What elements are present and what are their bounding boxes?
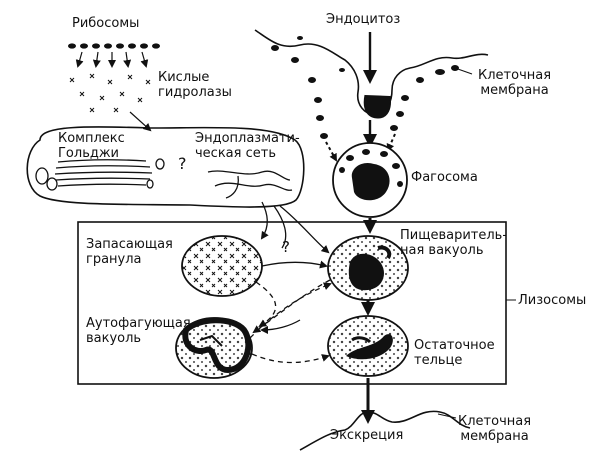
label-acid-hydrolases: Кислые гидролазы [158, 70, 232, 100]
label-lysosomes: Лизосомы [518, 293, 587, 308]
er-lines [207, 170, 293, 199]
endocytic-beads [271, 36, 459, 139]
membrane-top-leader [454, 67, 473, 75]
autophagic-vacuole [175, 317, 253, 379]
cell-membrane-bottom [299, 410, 471, 451]
golgi-to-storage-arrow [260, 201, 269, 240]
dotted-arrow-left [325, 141, 337, 162]
label-er: Эндоплазмати- ческая сеть [195, 131, 300, 161]
storage-to-digestive-arrow [261, 260, 328, 269]
label-storage-granule: Запасающая гранула [86, 237, 173, 267]
endocytic-vesicle [363, 94, 391, 119]
label-excretion: Экскреция [330, 428, 404, 443]
storage-granule [181, 235, 263, 297]
label-digestive-vacuole: Пищеваритель- ная вакуоль [400, 228, 508, 258]
golgi-to-digestive-arrow [279, 205, 330, 254]
storage-to-autophagic-dashed [255, 281, 277, 328]
label-ribosomes: Рибосомы [72, 16, 140, 31]
autophagic-to-residual-dashed [251, 353, 330, 364]
lysosome-box [77, 221, 507, 385]
hydrolase-to-golgi-arrow [129, 111, 152, 132]
label-storage-question: ? [282, 238, 290, 256]
hydrolase-marks [69, 73, 151, 113]
label-cell-membrane-top: Клеточная мембрана [478, 68, 552, 98]
membrane-bottom-leader [437, 413, 457, 419]
ribosome-arrows [75, 51, 149, 68]
label-residual-body: Остаточное тельце [414, 338, 495, 368]
label-phagosome: Фагосома [411, 170, 478, 185]
label-golgi: Комплекс Гольджи [58, 131, 125, 161]
golgi-er-region [26, 126, 305, 208]
digestive-vacuole [327, 235, 409, 301]
residual-body [327, 315, 409, 377]
label-cell-membrane-bottom: Клеточная мембрана [458, 414, 532, 444]
label-golgi-question: ? [178, 154, 187, 173]
ribosomes [68, 43, 160, 49]
label-autophagic-vacuole: Аутофагующая вакуоль [86, 316, 191, 346]
label-endocytosis: Эндоцитоз [326, 12, 401, 27]
digestive-to-autophagic-solid [260, 319, 301, 334]
autophagic-to-digestive-dashed [249, 282, 332, 339]
phagosome [332, 142, 408, 218]
golgi-left-arrow [273, 205, 287, 249]
golgi-stacks [35, 158, 165, 191]
